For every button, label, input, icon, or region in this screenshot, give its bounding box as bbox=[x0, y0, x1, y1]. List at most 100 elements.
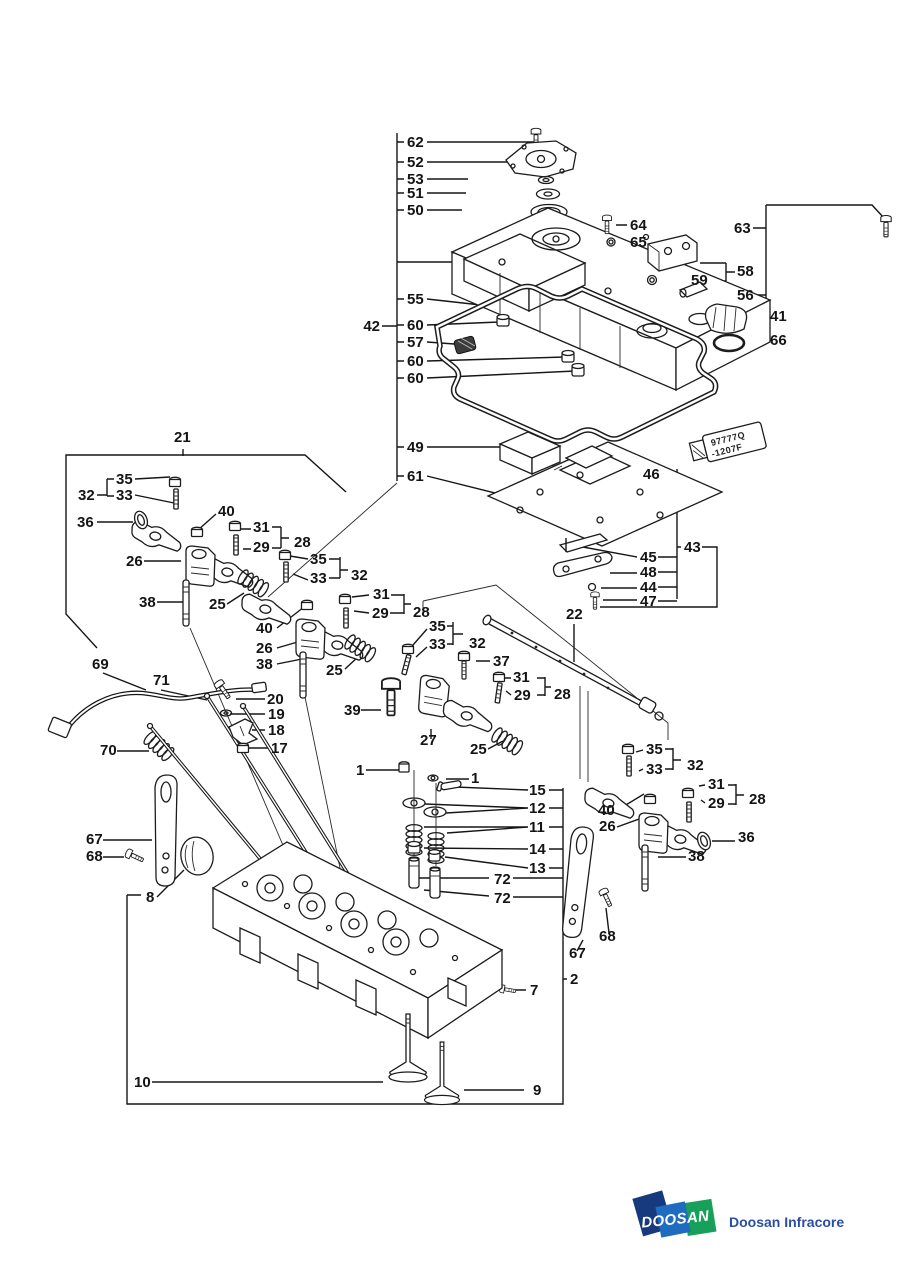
callout-25: 25 bbox=[326, 662, 343, 679]
callout-29: 29 bbox=[372, 605, 389, 622]
callout-62: 62 bbox=[407, 134, 424, 151]
callout-33: 33 bbox=[116, 487, 133, 504]
callout-1: 1 bbox=[356, 762, 364, 779]
callout-31: 31 bbox=[513, 669, 530, 686]
callout-58: 58 bbox=[737, 263, 754, 280]
callout-53: 53 bbox=[407, 171, 424, 188]
callout-42: 42 bbox=[363, 318, 380, 335]
callout-35: 35 bbox=[310, 551, 327, 568]
callout-29: 29 bbox=[514, 687, 531, 704]
callout-38: 38 bbox=[688, 848, 705, 865]
callout-13: 13 bbox=[529, 860, 546, 877]
callout-40: 40 bbox=[256, 620, 273, 637]
bolt-68-left bbox=[123, 847, 146, 865]
breather-plug-57 bbox=[453, 335, 477, 355]
logo-square-blue bbox=[655, 1201, 691, 1238]
callout-33: 33 bbox=[310, 570, 327, 587]
callout-29: 29 bbox=[253, 539, 270, 556]
callout-29: 29 bbox=[708, 795, 725, 812]
callout-46: 46 bbox=[643, 466, 660, 483]
callout-41: 41 bbox=[770, 308, 787, 325]
callout-32: 32 bbox=[78, 487, 95, 504]
callout-60: 60 bbox=[407, 353, 424, 370]
callout-9: 9 bbox=[533, 1082, 541, 1099]
callout-55: 55 bbox=[407, 291, 424, 308]
callout-36: 36 bbox=[77, 514, 94, 531]
callout-48: 48 bbox=[640, 564, 657, 581]
doosan-logo: DOOSAN Doosan Infracore bbox=[632, 1190, 844, 1238]
callout-47: 47 bbox=[640, 593, 657, 610]
bolt-68-right bbox=[597, 886, 615, 909]
callout-15: 15 bbox=[529, 782, 546, 799]
callout-72: 72 bbox=[494, 890, 511, 907]
callout-18: 18 bbox=[268, 722, 285, 739]
callout-37: 37 bbox=[493, 653, 510, 670]
callout-68: 68 bbox=[599, 928, 616, 945]
seal-block-49 bbox=[498, 431, 562, 475]
logo-square-green bbox=[682, 1198, 717, 1236]
callout-59: 59 bbox=[691, 272, 708, 289]
callout-71: 71 bbox=[153, 672, 170, 689]
callout-32: 32 bbox=[687, 757, 704, 774]
callout-33: 33 bbox=[646, 761, 663, 778]
callout-57: 57 bbox=[407, 334, 424, 351]
callout-35: 35 bbox=[646, 741, 663, 758]
callout-56: 56 bbox=[737, 287, 754, 304]
valve-9 bbox=[423, 1041, 461, 1106]
seal-pad-46 bbox=[564, 445, 614, 469]
callout-20: 20 bbox=[267, 691, 284, 708]
callout-67: 67 bbox=[569, 945, 586, 962]
callout-25: 25 bbox=[209, 596, 226, 613]
callout-66: 66 bbox=[770, 332, 787, 349]
callout-28: 28 bbox=[554, 686, 571, 703]
callout-60: 60 bbox=[407, 317, 424, 334]
callout-36: 36 bbox=[738, 829, 755, 846]
callout-28: 28 bbox=[294, 534, 311, 551]
callout-22: 22 bbox=[566, 606, 583, 623]
callout-31: 31 bbox=[708, 776, 725, 793]
callout-33: 33 bbox=[429, 636, 446, 653]
callout-50: 50 bbox=[407, 202, 424, 219]
callout-32: 32 bbox=[351, 567, 368, 584]
callout-7: 7 bbox=[530, 982, 538, 999]
callout-28: 28 bbox=[413, 604, 430, 621]
callout-38: 38 bbox=[256, 656, 273, 673]
callout-38: 38 bbox=[139, 594, 156, 611]
lifting-eye-right bbox=[560, 825, 595, 940]
callout-21: 21 bbox=[174, 429, 191, 446]
callout-26: 26 bbox=[256, 640, 273, 657]
callout-49: 49 bbox=[407, 439, 424, 456]
callout-28: 28 bbox=[749, 791, 766, 808]
bracket-plates-43-group bbox=[552, 533, 613, 610]
logo-company-name: Doosan Infracore bbox=[729, 1214, 844, 1230]
callout-43: 43 bbox=[684, 539, 701, 556]
callout-39: 39 bbox=[344, 702, 361, 719]
callout-35: 35 bbox=[116, 471, 133, 488]
callout-27: 27 bbox=[420, 732, 437, 749]
valve-bridge-parts bbox=[212, 678, 259, 754]
sealant-tube: 97777Q -1207F bbox=[688, 421, 767, 463]
callout-65: 65 bbox=[630, 234, 647, 251]
callout-31: 31 bbox=[253, 519, 270, 536]
mount-seal-caps bbox=[453, 313, 585, 377]
cylinder-head bbox=[211, 841, 504, 1040]
callout-35: 35 bbox=[429, 618, 446, 635]
callout-2: 2 bbox=[570, 971, 578, 988]
callout-63: 63 bbox=[734, 220, 751, 237]
callout-64: 64 bbox=[630, 217, 647, 234]
callout-10: 10 bbox=[134, 1074, 151, 1091]
callout-25: 25 bbox=[470, 741, 487, 758]
callout-44: 44 bbox=[640, 579, 657, 596]
callout-31: 31 bbox=[373, 586, 390, 603]
callout-45: 45 bbox=[640, 549, 657, 566]
callout-67: 67 bbox=[86, 831, 103, 848]
cup-plug-8 bbox=[180, 836, 214, 876]
callout-69: 69 bbox=[92, 656, 109, 673]
callout-60: 60 bbox=[407, 370, 424, 387]
callout-26: 26 bbox=[126, 553, 143, 570]
callout-61: 61 bbox=[407, 468, 424, 485]
valve-cover-gasket bbox=[433, 283, 719, 444]
lifting-eye-left bbox=[154, 774, 178, 887]
